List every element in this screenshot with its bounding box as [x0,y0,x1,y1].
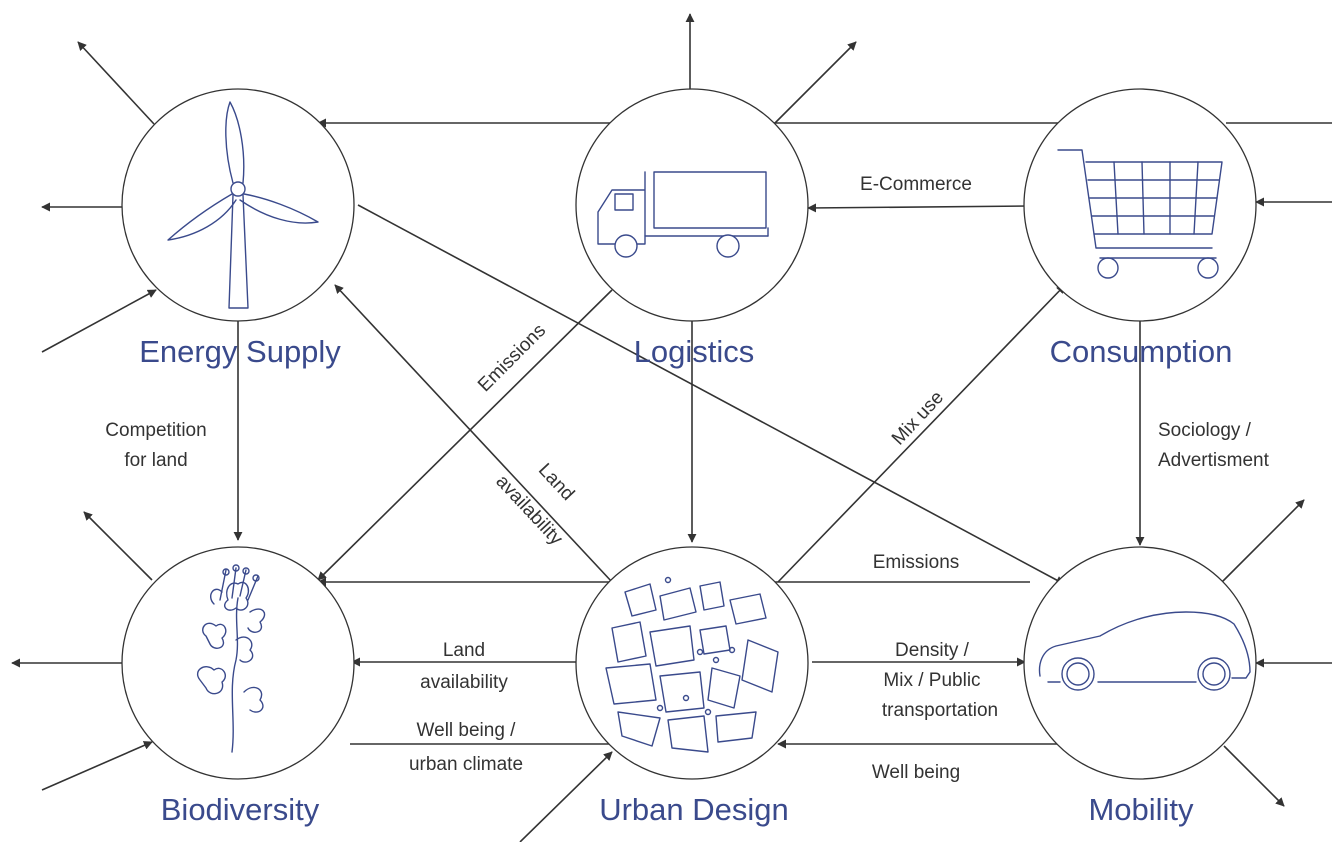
node-circle [575,88,809,322]
car-icon [1038,611,1251,691]
flower-plant-icon [196,564,266,753]
node-urban-design [575,546,809,780]
external-arrows [11,13,1332,842]
edge-label-land-availability-line1: Land [443,640,485,661]
edge-label-competition-line1: Competition [105,420,206,441]
node-label-biodiversity: Biodiversity [161,792,320,827]
edge-label-wellbeing-climate-line2: urban climate [409,754,523,775]
edge-label-density-line3: transportation [882,700,998,721]
edge-label-density-line2: Mix / Public [883,670,980,691]
external-arrow [1221,499,1305,583]
external-arrow [519,751,613,842]
arrow-consumption-to-logistics [807,203,1031,213]
node-logistics [575,88,809,322]
edge-label-emissions-horizontal: Emissions [873,552,960,573]
shopping-cart-icon [1057,149,1223,279]
connection-arrows [233,118,1145,749]
edge-label-density-line1: Density / [895,640,970,661]
external-arrow [77,41,155,125]
external-arrow [41,289,157,353]
external-arrow [83,511,153,581]
truck-icon [597,171,769,258]
edge-label-competition-line2: for land [124,450,187,471]
node-circle [575,546,809,780]
arrow-urban-to-consumption [777,284,1066,583]
node-label-energy: Energy Supply [139,334,341,369]
node-circle [121,546,355,780]
node-biodiversity [121,546,355,780]
node-label-mobility: Mobility [1088,792,1194,827]
edge-label-mix-use: Mix use [888,387,948,449]
node-circle [121,88,355,322]
arrow-logistics-to-biodiversity [317,289,613,581]
node-label-consumption: Consumption [1050,334,1233,369]
arrow-energy-to-mobility [357,204,1065,585]
arrow-urban-to-energy [334,284,613,583]
city-map-icon [605,576,779,753]
external-arrow [771,41,857,127]
node-label-urban: Urban Design [599,792,789,827]
wind-turbine-icon [167,101,319,309]
external-arrow [41,741,153,791]
edge-label-wellbeing-climate-line1: Well being / [417,720,517,741]
edge-label-land-availability-diag-line1: Land [534,460,578,505]
node-energy-supply [121,88,355,322]
edge-label-sociology-line2: Advertisment [1158,450,1270,471]
node-label-logistics: Logistics [634,334,755,369]
node-circle [1023,88,1257,322]
edge-label-ecommerce: E-Commerce [860,174,972,195]
node-labels: Energy Supply Logistics Consumption Biod… [139,334,1232,827]
edge-label-land-availability-line2: availability [420,672,508,693]
edge-label-sociology-line1: Sociology / [1158,420,1252,441]
node-circle [1023,546,1257,780]
node-mobility [1023,546,1257,780]
edge-label-emissions-diagonal: Emissions [474,320,550,396]
edge-label-wellbeing: Well being [872,762,960,783]
external-arrow [1223,745,1285,807]
node-consumption [1023,88,1257,322]
